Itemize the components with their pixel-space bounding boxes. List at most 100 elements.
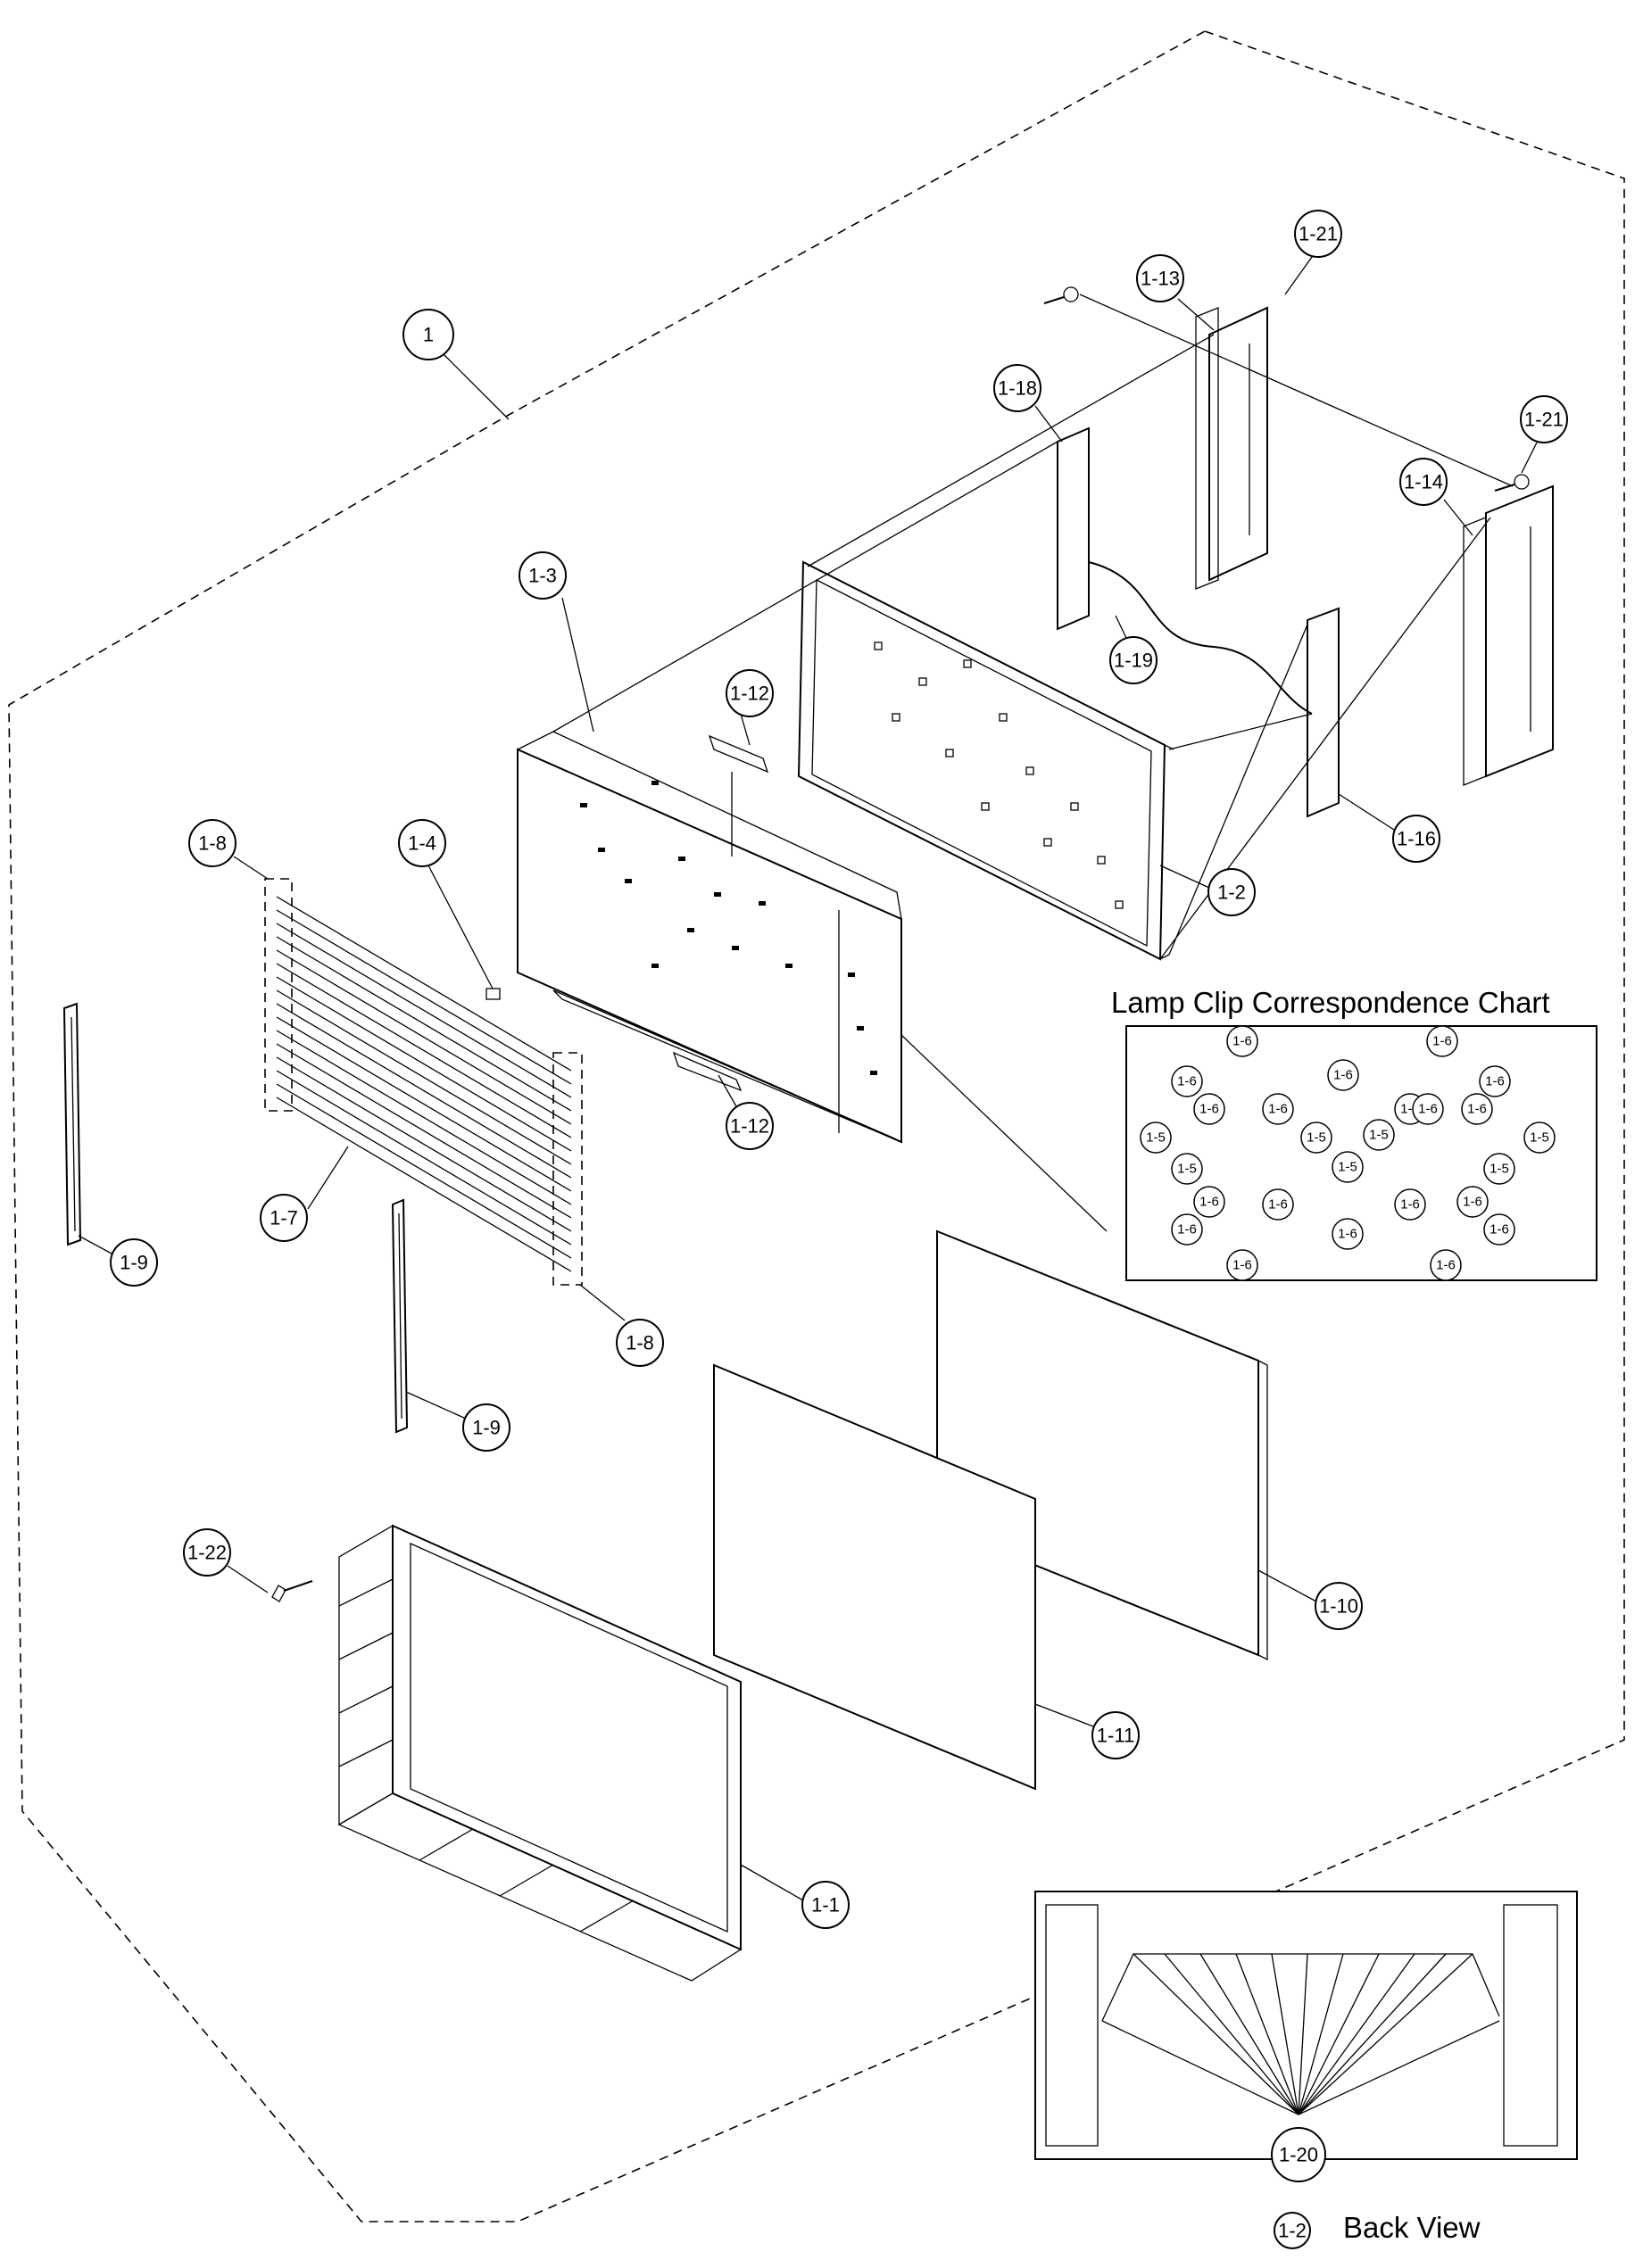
wire-lead: [1271, 1953, 1299, 2115]
clip-marker: 1-6: [1479, 1065, 1511, 1097]
clip-marker: 1-6: [1461, 1093, 1493, 1125]
lamp-tube: [276, 1043, 572, 1219]
back-view-label: Back View: [1343, 2211, 1481, 2244]
callout-c1-21b: 1-21: [1520, 395, 1568, 443]
svg-text:1-6: 1-6: [1199, 1102, 1219, 1117]
svg-text:1-22: 1-22: [187, 1542, 227, 1564]
back-view-ref: 1-2: [1274, 2212, 1311, 2249]
lamp-tube: [276, 909, 572, 1085]
svg-text:1-8: 1-8: [198, 832, 227, 855]
callout-c1-4: 1-4: [398, 819, 446, 867]
svg-text:1-5: 1-5: [1489, 1162, 1509, 1177]
wire-lead: [1133, 1953, 1299, 2115]
reflector-sheet: [516, 731, 902, 1144]
lamp-tube: [276, 1070, 572, 1246]
lamp-tube: [276, 1097, 572, 1272]
strip-lower: [672, 1051, 743, 1092]
svg-text:1-12: 1-12: [730, 683, 769, 705]
wire-lead: [1101, 2020, 1299, 2115]
lamp-tube: [276, 976, 572, 1152]
svg-text:1-6: 1-6: [1232, 1258, 1252, 1273]
svg-text:1-2: 1-2: [1217, 882, 1246, 904]
svg-text:1-21: 1-21: [1299, 223, 1338, 245]
screw-bezel: [271, 1580, 313, 1602]
lamp-tube: [276, 1016, 572, 1192]
callout-c1-3: 1-3: [519, 551, 567, 600]
clip-marker: 1-5: [1300, 1122, 1332, 1154]
callout-leader: [405, 1391, 467, 1420]
svg-text:1-5: 1-5: [1369, 1128, 1389, 1143]
callout-c1-18: 1-18: [993, 364, 1041, 412]
callout-c1: 1: [402, 309, 454, 360]
side-holder-right: [391, 1198, 409, 1434]
svg-text:1-1: 1-1: [811, 1894, 840, 1916]
connector-board-18: [1057, 426, 1090, 631]
svg-text:1-6: 1-6: [1268, 1102, 1288, 1117]
wire-lead: [1298, 1953, 1415, 2115]
callout-c1-12a: 1-12: [726, 669, 774, 717]
clip-marker: 1-6: [1430, 1249, 1462, 1281]
svg-text:1-7: 1-7: [270, 1207, 298, 1229]
clip-marker: 1-6: [1483, 1213, 1515, 1246]
svg-text:1-6: 1-6: [1199, 1195, 1219, 1210]
wire-lead: [1298, 2020, 1500, 2115]
svg-text:1-19: 1-19: [1114, 650, 1153, 672]
callout-leader: [307, 1146, 349, 1210]
leader-1: [441, 352, 510, 420]
svg-text:1-6: 1-6: [1436, 1258, 1456, 1273]
svg-text:1-5: 1-5: [1177, 1162, 1197, 1177]
svg-text:1-5: 1-5: [1307, 1130, 1326, 1146]
svg-text:1-6: 1-6: [1177, 1074, 1197, 1089]
wire-lead: [1235, 1953, 1299, 2115]
callout-leader: [1177, 298, 1215, 331]
clip-marker: 1-5: [1171, 1153, 1203, 1185]
callout-leader: [740, 1864, 804, 1901]
callout-c1-1: 1-1: [801, 1881, 850, 1929]
svg-text:1-4: 1-4: [408, 832, 436, 855]
callout-leader: [227, 1565, 269, 1593]
clip-marker: 1-6: [1262, 1093, 1294, 1125]
lamp-tube: [276, 1003, 572, 1179]
svg-text:1-16: 1-16: [1397, 828, 1436, 850]
svg-text:1-14: 1-14: [1404, 471, 1443, 493]
svg-text:1-18: 1-18: [998, 377, 1037, 400]
callout-c1-12b: 1-12: [726, 1102, 774, 1150]
callout-leader: [1257, 1569, 1317, 1602]
assembly-boundary: [8, 30, 1625, 2222]
svg-text:1-6: 1-6: [1333, 1068, 1353, 1083]
svg-text:1-9: 1-9: [472, 1417, 501, 1439]
callout-leader: [78, 1235, 112, 1254]
screw-lower: [1494, 474, 1530, 492]
lamp-array: [264, 878, 583, 1286]
callout-leader: [1159, 865, 1210, 889]
lamp-tube: [276, 936, 572, 1112]
svg-text:1-6: 1-6: [1485, 1074, 1505, 1089]
clip-marker: 1-5: [1332, 1151, 1364, 1183]
clip-marker: 1-5: [1483, 1153, 1515, 1185]
clip-marker: 1-6: [1226, 1249, 1258, 1281]
inverter-board-top: [1195, 306, 1268, 590]
callout-c1-8b: 1-8: [616, 1319, 664, 1367]
wire-lead: [1199, 1953, 1299, 2115]
svg-text:1-12: 1-12: [730, 1115, 769, 1138]
callout-c1-22: 1-22: [183, 1528, 231, 1577]
back-view-inset: [1034, 1891, 1578, 2160]
svg-text:1-21: 1-21: [1524, 409, 1564, 431]
clip-marker: 1-6: [1193, 1186, 1225, 1218]
lamp-tube: [276, 896, 572, 1072]
wire-lead: [1298, 1953, 1308, 2115]
lamp-holder: [485, 988, 501, 1000]
svg-text:1-6: 1-6: [1463, 1195, 1482, 1210]
svg-text:1-3: 1-3: [528, 565, 557, 587]
clip-marker: 1-6: [1426, 1025, 1458, 1057]
callout-c1-21a: 1-21: [1294, 210, 1342, 258]
clip-marker: 1-6: [1394, 1188, 1426, 1221]
callout-leader: [740, 713, 751, 746]
callout-c1-2: 1-2: [1207, 868, 1256, 916]
connector-board-16: [1307, 607, 1340, 818]
svg-text:1-10: 1-10: [1319, 1595, 1358, 1618]
callout-leader: [1521, 442, 1538, 474]
callout-leader: [1034, 1703, 1094, 1727]
svg-text:1-11: 1-11: [1097, 1725, 1134, 1747]
